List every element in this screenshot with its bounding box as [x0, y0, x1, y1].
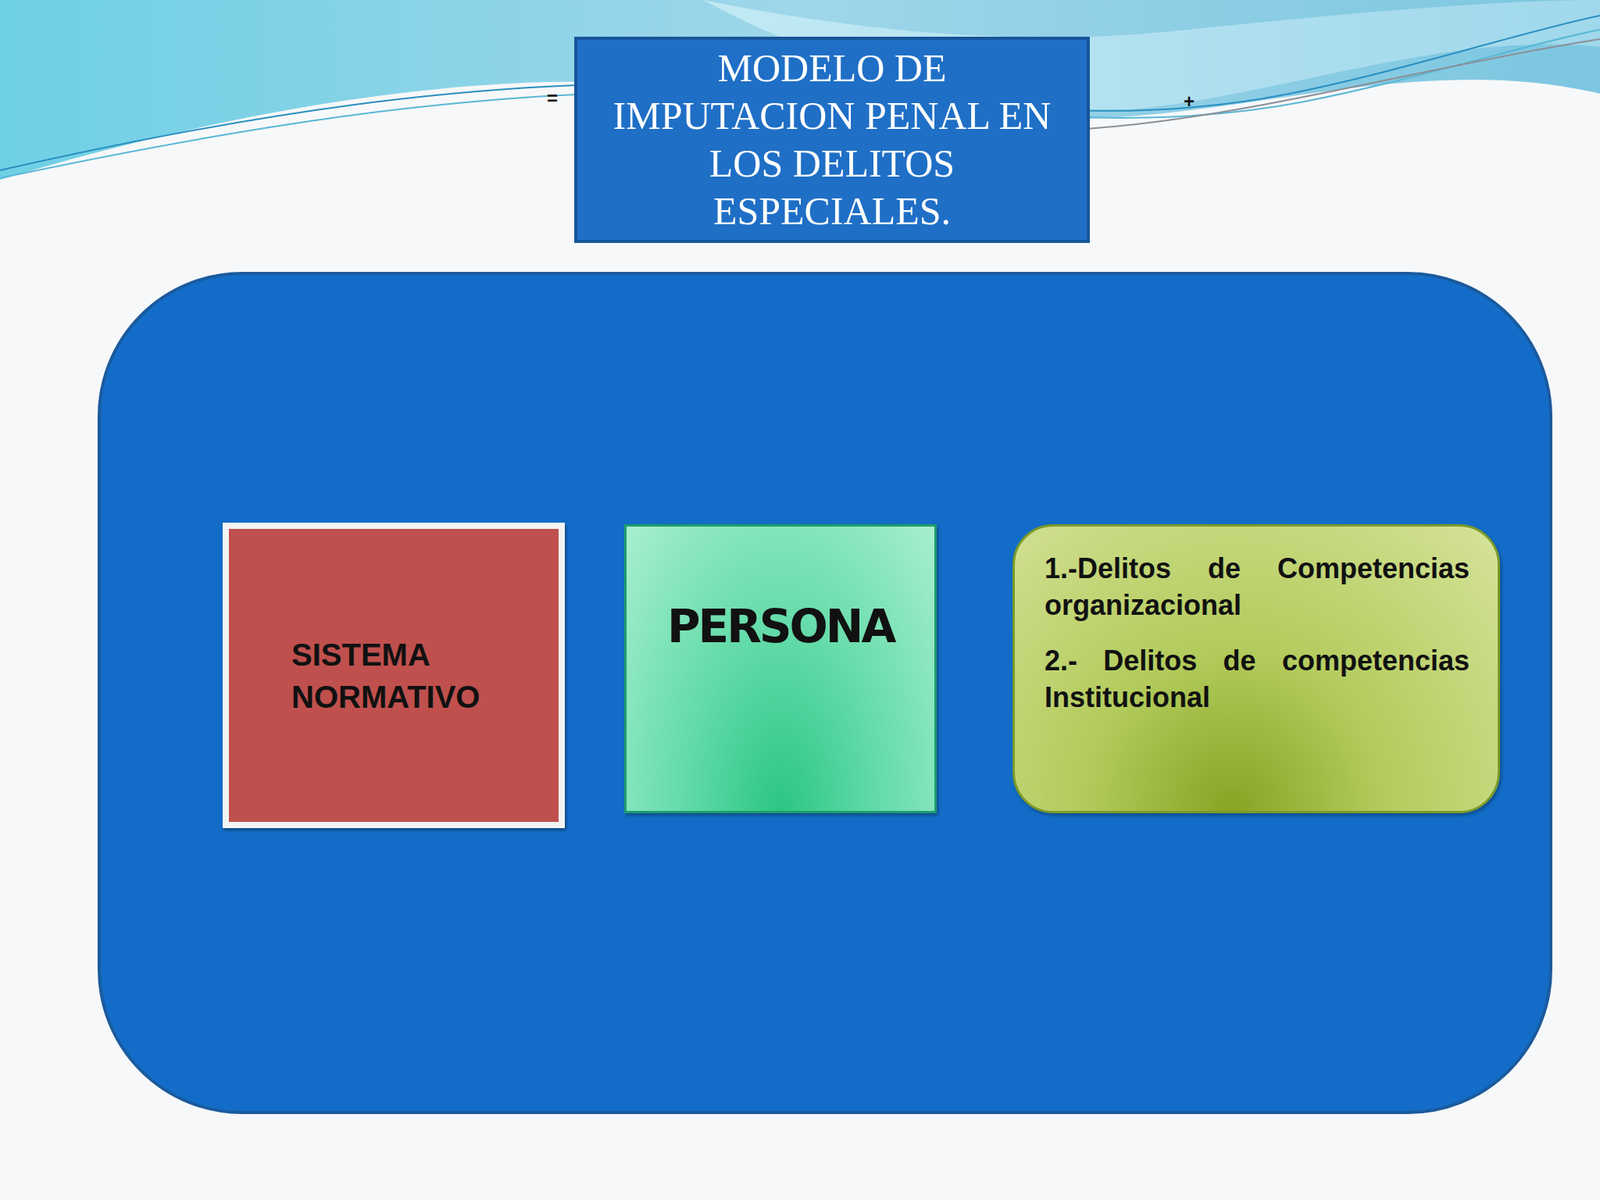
- green-box: PERSONA: [624, 524, 937, 814]
- container-panel: [99, 273, 1551, 1113]
- box-text: 1.-Delitos de Competencias organizaciona…: [1044, 550, 1470, 624]
- box-text: SISTEMA NORMATIVO: [291, 633, 536, 718]
- mark-symbol: +: [1183, 90, 1195, 113]
- box-text: PERSONA: [667, 600, 919, 653]
- red-box: SISTEMA NORMATIVO: [222, 522, 565, 829]
- box-text: 2.- Delitos de competencias Instituciona…: [1044, 642, 1470, 716]
- mark-symbol: =: [546, 87, 558, 110]
- title-box: MODELO DE IMPUTACION PENAL EN LOS DELITO…: [574, 36, 1090, 243]
- title-text: MODELO DE IMPUTACION PENAL EN LOS DELITO…: [596, 44, 1068, 236]
- wave-line: [1085, 39, 1600, 129]
- olive-box: 1.-Delitos de Competencias organizaciona…: [1012, 524, 1500, 814]
